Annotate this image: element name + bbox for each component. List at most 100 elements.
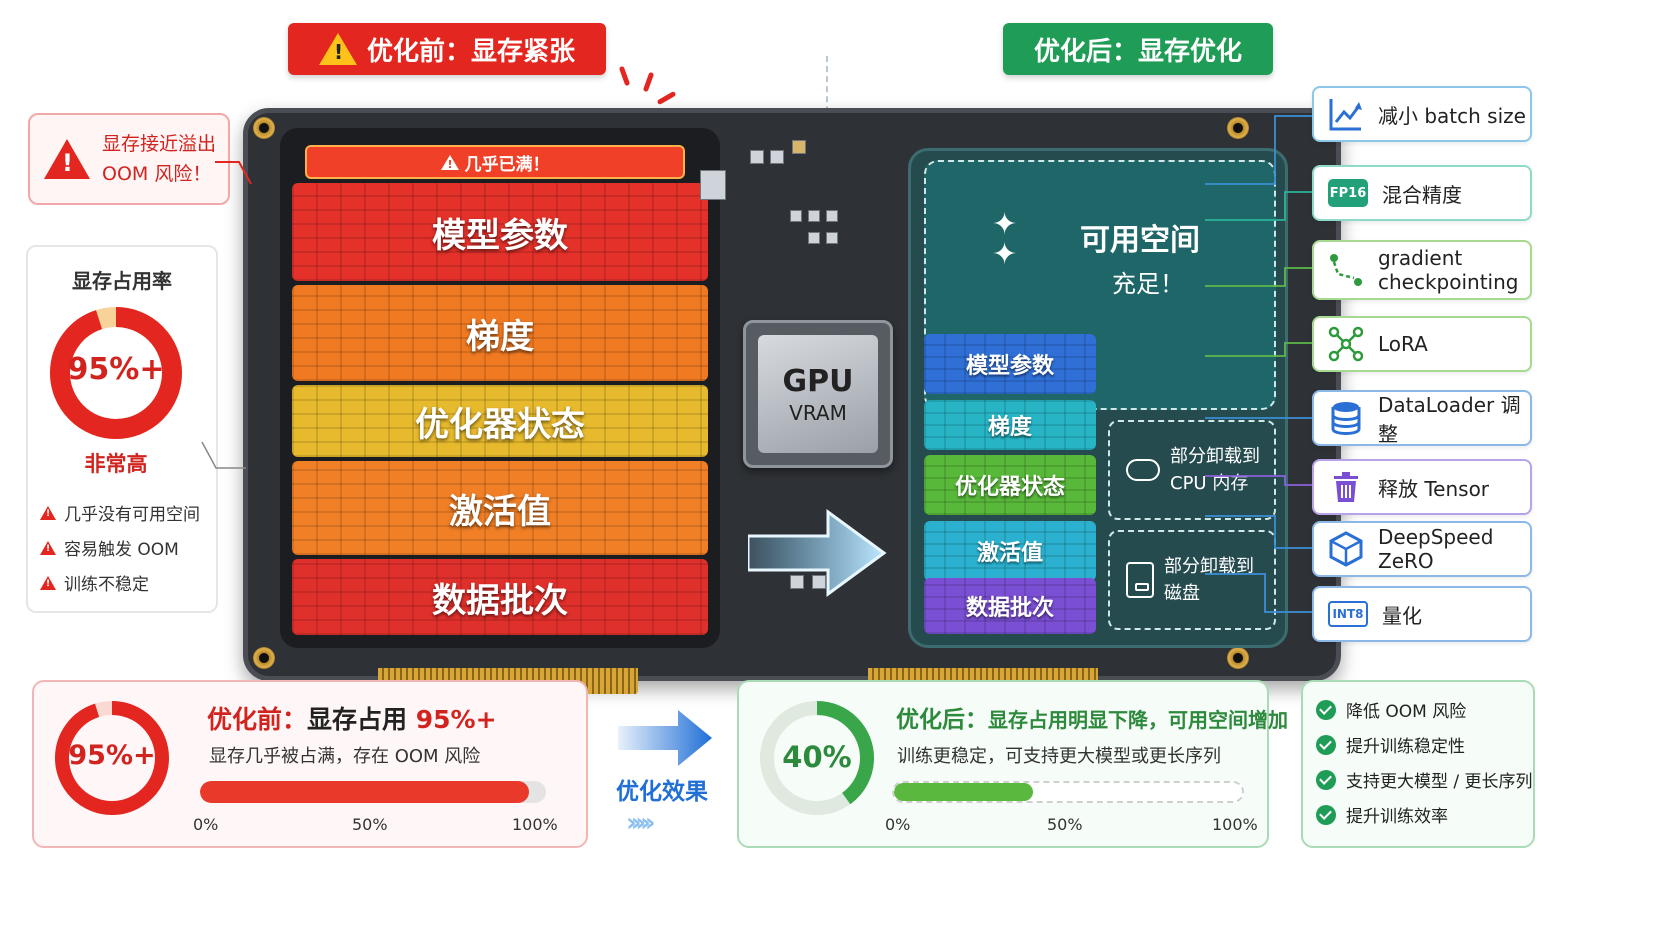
before-usage-bar-fill <box>200 781 529 803</box>
board-component <box>770 150 784 164</box>
callout-line <box>201 441 246 469</box>
usage-value: 95%+ <box>67 352 165 387</box>
alert-spark-icon <box>656 90 677 106</box>
usage-gauge <box>50 307 182 439</box>
offload-cpu-line2: CPU 内存 <box>1170 473 1249 494</box>
board-component <box>700 170 726 200</box>
after-layer-optimizer: 优化器状态 <box>924 455 1096 515</box>
fp16-icon: FP16 <box>1328 179 1368 207</box>
risk-item: 几乎没有可用空间 <box>40 495 200 530</box>
risk-label: 几乎没有可用空间 <box>64 505 200 525</box>
risk-list: 几乎没有可用空间 容易触发 OOM 训练不稳定 <box>40 495 200 600</box>
after-summary-title: 优化后：显存占用明显下降，可用空间增加 <box>896 700 1288 734</box>
benefit-item: 支持更大模型 / 更长序列 <box>1316 762 1533 797</box>
cloud-icon <box>1126 459 1160 481</box>
check-icon <box>1316 769 1336 790</box>
warning-icon <box>44 139 90 179</box>
before-layer-activations: 激活值 <box>292 461 708 555</box>
network-nodes-icon <box>1328 326 1364 362</box>
check-icon <box>1316 804 1336 825</box>
usage-title: 显存占用率 <box>72 269 172 293</box>
offload-disk-line1: 部分卸载到 <box>1164 556 1254 577</box>
before-usage-bar <box>200 781 546 803</box>
warning-icon <box>318 33 357 65</box>
offload-cpu-line1: 部分卸载到 <box>1170 446 1260 467</box>
after-tick: 0% <box>885 815 911 834</box>
method-mixed-precision: FP16 混合精度 <box>1312 165 1532 221</box>
before-tick: 0% <box>193 815 219 834</box>
warning-icon <box>40 505 56 520</box>
trash-icon <box>1328 469 1364 505</box>
database-icon <box>1328 400 1364 436</box>
after-header: 优化后：显存优化 <box>1003 23 1273 75</box>
effect-arrow-icon <box>618 710 712 766</box>
benefits-card <box>1301 680 1535 848</box>
method-label: 量化 <box>1382 603 1422 628</box>
warning-icon <box>40 575 56 590</box>
available-space-sub: 充足！ <box>1112 270 1184 298</box>
before-layer-params: 模型参数 <box>292 183 708 281</box>
board-component <box>790 575 804 589</box>
method-lora: LoRA <box>1312 316 1532 372</box>
risk-item: 容易触发 OOM <box>40 530 200 565</box>
before-header: 优化前：显存紧张 <box>288 23 606 75</box>
callout-line <box>215 161 252 185</box>
chart-down-icon <box>1328 96 1364 132</box>
after-usage-ring <box>760 701 874 815</box>
usage-level: 非常高 <box>84 452 148 476</box>
after-title-main: 显存占用明显下降，可用空间增加 <box>988 708 1288 732</box>
method-label: gradient checkpointing <box>1378 246 1519 294</box>
method-label: 释放 Tensor <box>1378 476 1490 501</box>
offload-cpu-box: 部分卸载到 CPU 内存 <box>1108 420 1276 520</box>
method-release-tensor: 释放 Tensor <box>1312 459 1532 515</box>
board-component <box>808 210 820 222</box>
vram-label: VRAM <box>789 400 847 425</box>
risk-label: 容易触发 OOM <box>64 540 179 560</box>
board-component <box>826 232 838 244</box>
benefit-label: 降低 OOM 风险 <box>1346 702 1467 722</box>
before-summary-desc: 显存几乎被占满，存在 OOM 风险 <box>209 746 481 767</box>
before-summary-title: 优化前：显存占用 95%+ <box>207 700 497 736</box>
before-usage-ring <box>55 701 169 815</box>
after-layer-params: 模型参数 <box>924 334 1096 394</box>
check-icon <box>1316 699 1336 720</box>
benefit-label: 支持更大模型 / 更长序列 <box>1346 772 1533 792</box>
board-component <box>790 210 802 222</box>
before-ring-label: 95%+ <box>68 740 156 771</box>
after-ring-label: 40% <box>782 740 852 774</box>
transition-arrow-icon <box>748 509 887 597</box>
oom-warning-card: 显存接近溢出 OOM 风险！ <box>28 113 230 205</box>
check-icon <box>1316 734 1336 755</box>
warning-icon <box>440 154 459 171</box>
benefits-list: 降低 OOM 风险 提升训练稳定性 支持更大模型 / 更长序列 提升训练效率 <box>1316 692 1533 832</box>
before-tick: 100% <box>512 815 558 834</box>
risk-label: 训练不稳定 <box>64 575 149 595</box>
after-layer-batch: 数据批次 <box>924 578 1096 634</box>
risk-item: 训练不稳定 <box>40 565 200 600</box>
method-label: 减小 batch size <box>1378 103 1526 128</box>
cube-icon <box>1328 531 1364 567</box>
after-header-label: 优化后：显存优化 <box>1033 36 1242 67</box>
method-dataloader: DataLoader 调整 <box>1312 390 1532 446</box>
available-space-area <box>924 160 1276 410</box>
board-component <box>808 232 820 244</box>
checkpoint-path-icon <box>1328 252 1364 288</box>
sparkle-icon: ✦✦ <box>992 207 1018 272</box>
int8-icon: INT8 <box>1328 601 1368 627</box>
offload-disk-box: 部分卸载到 磁盘 <box>1108 530 1276 630</box>
before-tick: 50% <box>352 815 388 834</box>
after-usage-bar <box>892 781 1244 803</box>
screw-icon <box>253 117 275 139</box>
effect-label: 优化效果 <box>616 779 708 805</box>
alert-spark-icon <box>618 65 631 87</box>
method-reduce-batch: 减小 batch size <box>1312 86 1532 142</box>
after-tick: 50% <box>1047 815 1083 834</box>
warning-icon <box>40 540 56 555</box>
screw-icon <box>1227 117 1249 139</box>
memory-full-banner: 几乎已满！ <box>305 145 685 179</box>
chevrons-icon: ››››› <box>626 808 655 838</box>
after-layer-gradients: 梯度 <box>924 400 1096 450</box>
after-layer-activations: 激活值 <box>924 521 1096 581</box>
method-label: DeepSpeed ZeRO <box>1378 525 1494 573</box>
available-space-title: 可用空间 <box>1080 223 1200 258</box>
